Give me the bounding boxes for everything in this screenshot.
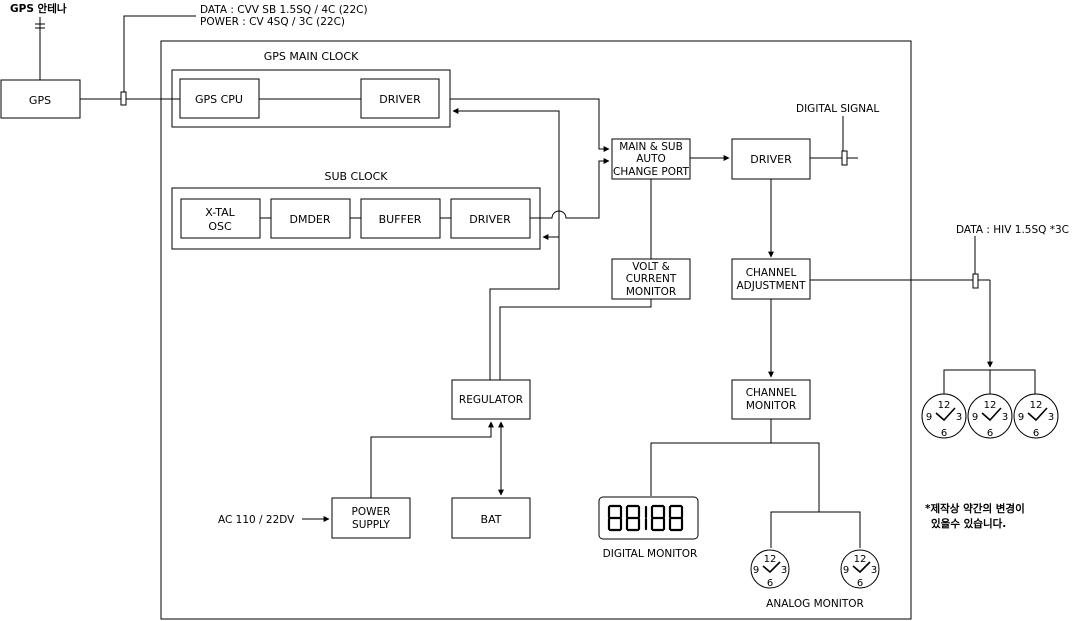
channel-monitor-label-2: MONITOR [746, 400, 796, 412]
dial-9: 9 [926, 412, 932, 423]
digital-signal-connector [841, 150, 848, 166]
dial-3: 3 [1002, 412, 1008, 423]
channel-monitor-label-1: CHANNEL [746, 387, 797, 399]
gps-box-label: GPS [29, 94, 51, 107]
sub-driver-box [450, 198, 531, 239]
main-driver-label: DRIVER [379, 93, 421, 106]
sub-driver-label: DRIVER [469, 213, 511, 226]
regulator-box [451, 379, 531, 420]
gps-antenna: GPS 안테나 [10, 2, 67, 80]
gps-box [0, 79, 81, 119]
dial-12: 12 [764, 554, 777, 565]
out-driver-box [731, 138, 811, 180]
xtal-osc-box [180, 198, 261, 239]
analog-dial: 12 9 3 6 [750, 549, 790, 589]
dial-12: 12 [1030, 400, 1043, 411]
dial-9: 9 [843, 565, 849, 576]
channel-adjustment-label-1: CHANNEL [746, 267, 797, 279]
cable-connector [120, 91, 127, 106]
power-supply-label-1: POWER [352, 506, 391, 518]
main-enclosure [160, 40, 912, 620]
remote-analog-dial: 12 9 3 6 [967, 393, 1013, 439]
change-port-label-3: CHANGE PORT [613, 166, 690, 178]
digital-monitor-display [598, 496, 699, 540]
dial-9: 9 [972, 412, 978, 423]
bat-box [451, 497, 531, 539]
out-driver-label: DRIVER [750, 153, 792, 166]
cable-main-line2: POWER : CV 4SQ / 3C (22C) [200, 16, 345, 28]
xtal-label-1: X-TAL [205, 206, 235, 219]
regulator-label: REGULATOR [459, 394, 523, 406]
gps-cpu-label: GPS CPU [195, 93, 243, 106]
dial-9: 9 [1018, 412, 1024, 423]
volt-monitor-label-3: MONITOR [626, 286, 676, 298]
group-main-clock-title: GPS MAIN CLOCK [264, 50, 359, 63]
dial-6: 6 [941, 428, 947, 439]
note-line-1: *제작상 약간의 변경이 [925, 502, 1025, 515]
digital-monitor-label: DIGITAL MONITOR [603, 548, 698, 560]
cable-main-line1: DATA : CVV SB 1.5SQ / 4C (22C) [200, 4, 368, 16]
group-sub-clock-title: SUB CLOCK [324, 170, 388, 183]
bat-label: BAT [481, 513, 502, 526]
change-port-label-1: MAIN & SUB [619, 141, 683, 153]
digital-signal-label: DIGITAL SIGNAL [796, 103, 879, 115]
ac-input-label: AC 110 / 22DV [218, 514, 295, 526]
analog-monitor-label: ANALOG MONITOR [766, 598, 864, 610]
dial-9: 9 [753, 565, 759, 576]
dial-3: 3 [1048, 412, 1054, 423]
seven-segment-digits [607, 504, 684, 532]
dial-12: 12 [854, 554, 867, 565]
main-driver-box [360, 78, 440, 119]
volt-monitor-box [611, 258, 691, 300]
remote-analog-dial: 12 9 3 6 [921, 393, 967, 439]
dmder-box [270, 198, 351, 239]
power-supply-box [331, 497, 411, 539]
dial-3: 3 [871, 565, 877, 576]
channel-adjustment-label-2: ADJUSTMENT [736, 280, 806, 292]
data-cable-connector [972, 273, 979, 289]
dial-6: 6 [767, 578, 773, 589]
dial-6: 6 [1033, 428, 1039, 439]
antenna-label: GPS 안테나 [10, 2, 67, 15]
power-supply-label-2: SUPPLY [352, 519, 390, 531]
change-port-box [611, 138, 691, 180]
gps-cpu-box [179, 78, 260, 119]
note-line-2: 있을수 있습니다. [931, 517, 1006, 530]
xtal-label-2: OSC [208, 220, 232, 233]
dial-12: 12 [938, 400, 951, 411]
change-port-label-2: AUTO [636, 153, 666, 165]
remote-analog-dial: 12 9 3 6 [1013, 393, 1059, 439]
dial-3: 3 [956, 412, 962, 423]
dial-6: 6 [987, 428, 993, 439]
volt-monitor-label-1: VOLT & [632, 261, 670, 273]
dial-12: 12 [984, 400, 997, 411]
dial-6: 6 [857, 578, 863, 589]
analog-dial: 12 9 3 6 [840, 549, 880, 589]
cable-data-label: DATA : HIV 1.5SQ *3C [956, 224, 1069, 236]
buffer-label: BUFFER [379, 213, 422, 226]
dial-3: 3 [781, 565, 787, 576]
volt-monitor-label-2: CURRENT [626, 273, 677, 285]
channel-adjustment-box [731, 258, 811, 300]
dmder-label: DMDER [289, 213, 330, 226]
